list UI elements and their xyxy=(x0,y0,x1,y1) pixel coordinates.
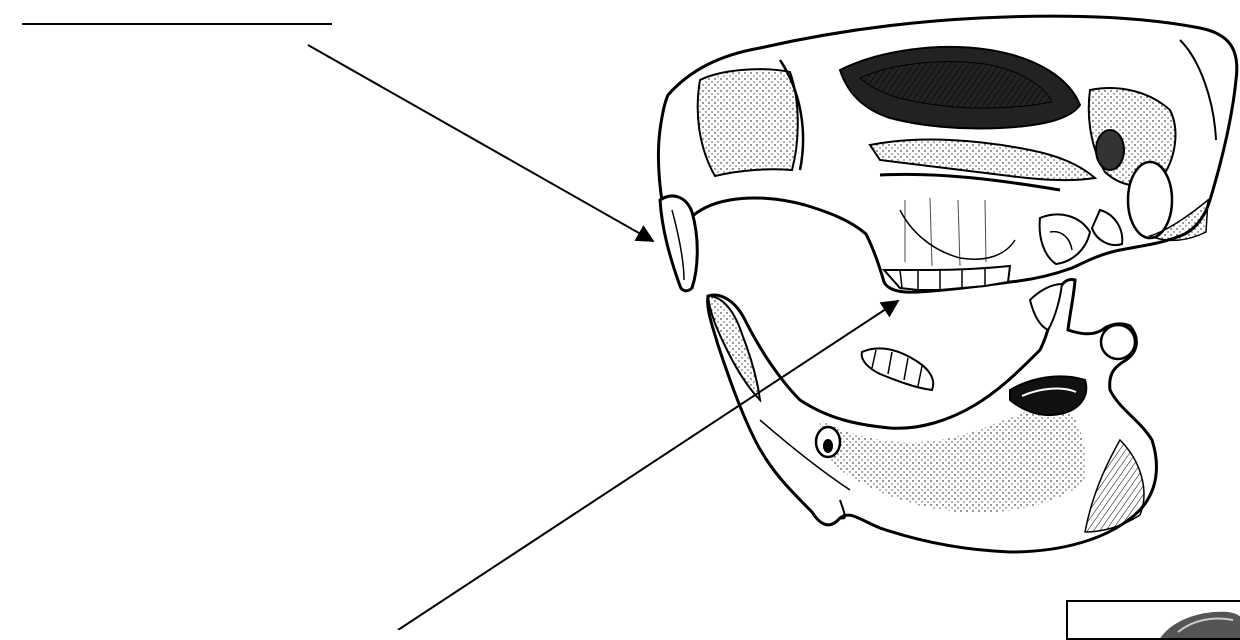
inset-thumbnail xyxy=(1066,600,1240,640)
upper-pointer-arrow xyxy=(308,45,653,241)
upper-incisor xyxy=(660,196,697,291)
cranium xyxy=(658,16,1236,292)
inset-thumbnail-image xyxy=(1068,602,1240,640)
mandible xyxy=(708,280,1157,553)
